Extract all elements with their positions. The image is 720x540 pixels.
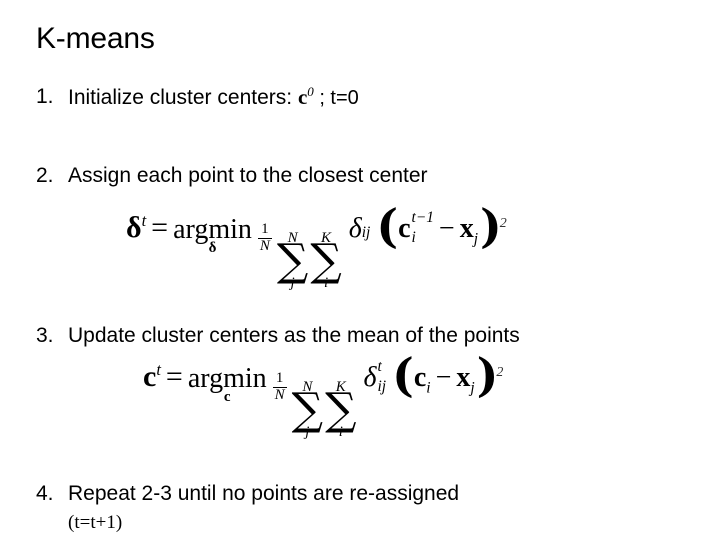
sigma-icon: ∑	[291, 383, 324, 435]
page-title: K-means	[36, 22, 155, 55]
equation-2-sum-outer-lower: j	[305, 423, 310, 440]
equation-1-term1-superscript: t−1	[411, 209, 434, 227]
sigma-icon: ∑	[325, 383, 357, 435]
equation-1-term1-symbol: c	[398, 213, 411, 244]
equation-2-term2: xj	[456, 362, 474, 396]
list-item-1-body: Initialize cluster centers: c0 ; t=0	[68, 84, 359, 111]
list-item-4-body: Repeat 2-3 until no points are re-assign…	[68, 481, 459, 535]
equation-1-term2-symbol: x	[459, 213, 474, 244]
list-item-1: 1. Initialize cluster centers: c0 ; t=0	[36, 84, 359, 111]
equation-2-sum-outer: N ∑ j	[291, 378, 324, 440]
equation-1-fraction-numerator: 1	[261, 220, 269, 237]
list-item-1-line: Initialize cluster centers: c0 ; t=0	[68, 84, 359, 111]
equation-2-term2-symbol: x	[456, 362, 471, 393]
equation-2-term1-symbol: c	[413, 362, 427, 393]
equation-1-fraction-denominator: N	[257, 237, 272, 254]
list-item-2-text: Assign each point to the closest center	[68, 164, 428, 187]
equation-2-paren-right: )	[476, 347, 499, 402]
equation-2-fraction-numerator: 1	[275, 369, 284, 386]
equation-1-sum-outer: N ∑ j	[276, 229, 309, 291]
equation-2-coefficient-symbol: δ	[363, 362, 377, 393]
equation-1-paren-left: (	[376, 198, 399, 253]
list-item-3-number: 3.	[36, 324, 54, 347]
equation-2-sum-outer-upper: N	[302, 378, 313, 395]
equation-2-coefficient-scripts: t ij	[377, 359, 387, 408]
equation-1-equals: =	[151, 211, 169, 244]
equation-2-sum-inner-lower: i	[338, 423, 343, 440]
list-item-4-number: 4.	[36, 482, 54, 505]
equation-1-term1-scripts: t−1 i	[411, 210, 434, 259]
equation-1-sum-inner-upper: K	[321, 229, 332, 246]
list-item-3-text: Update cluster centers as the mean of th…	[68, 324, 520, 347]
sigma-icon: ∑	[310, 234, 342, 286]
list-item-2: 2. Assign each point to the closest cent…	[36, 163, 428, 189]
equation-2-argmin-limit: c	[223, 388, 231, 405]
list-item-4: 4. Repeat 2-3 until no points are re-ass…	[36, 481, 459, 535]
list-item-3-body: Update cluster centers as the mean of th…	[68, 323, 520, 349]
equation-1-argmin-label: argmin	[173, 213, 252, 245]
equation-1-sum-outer-upper: N	[287, 229, 298, 246]
list-item-2-body: Assign each point to the closest center	[68, 163, 428, 189]
equation-1-minus: −	[438, 213, 455, 244]
equation-1-coefficient-symbol: δ	[348, 213, 362, 244]
equation-2-lhs-superscript: t	[156, 360, 161, 379]
equation-1-lhs-symbol: δ	[126, 211, 142, 244]
equation-2-minus: −	[435, 362, 452, 393]
equation-1-fraction: 1 N	[257, 220, 272, 255]
list-item-2-number: 2.	[36, 164, 54, 187]
equation-1-sum-inner-lower: i	[323, 274, 329, 291]
list-item-1-number: 1.	[36, 85, 54, 108]
list-item-1-math-symbol: c	[297, 85, 308, 109]
equation-2-equals: =	[165, 360, 183, 393]
equation-2-lhs: ct	[143, 360, 161, 393]
equation-2-paren-left: (	[392, 347, 414, 402]
list-item-1-text-before: Initialize cluster centers:	[68, 86, 298, 109]
equation-1-term2: xj	[459, 213, 478, 247]
equation-1-term1-subscript: i	[411, 229, 416, 247]
equation-1-paren-right: )	[479, 198, 502, 253]
list-item-4-second-line: (t=t+1)	[68, 512, 123, 533]
list-item-4-text: Repeat 2-3 until no points are re-assign…	[68, 482, 460, 505]
list-item-1-math-superscript: 0	[307, 84, 314, 99]
equation-2-lhs-symbol: c	[143, 360, 157, 393]
equation-2-coefficient-superscript: t	[377, 358, 382, 376]
equation-1-lhs-superscript: t	[141, 211, 147, 230]
equation-2-term2-subscript: j	[470, 379, 475, 397]
sigma-icon: ∑	[276, 234, 309, 286]
equation-2-argmin-label: argmin	[187, 362, 267, 394]
equation-1-term2-subscript: j	[473, 230, 478, 248]
equation-1-sum-inner: K ∑ i	[310, 229, 342, 291]
equation-2-sum-inner-upper: K	[335, 378, 346, 395]
list-item-3: 3. Update cluster centers as the mean of…	[36, 323, 520, 349]
equation-2-term1-subscript: i	[426, 379, 431, 397]
equation-2-sum-inner: K ∑ i	[325, 378, 357, 440]
equation-2-fraction: 1 N	[272, 369, 287, 404]
list-item-1-text-after: ; t=0	[313, 87, 359, 109]
equation-2-coefficient-subscript: ij	[377, 378, 387, 396]
equation-1-lhs: δt	[126, 211, 147, 244]
equation-1-argmin: argmin δ	[173, 213, 252, 256]
equation-2-argmin: argmin c	[187, 362, 267, 405]
equation-1-sum-outer-lower: j	[290, 274, 295, 291]
equation-2-term1: ci	[413, 362, 431, 396]
equation-1-argmin-limit: δ	[208, 239, 217, 256]
equation-2-fraction-denominator: N	[272, 386, 287, 403]
